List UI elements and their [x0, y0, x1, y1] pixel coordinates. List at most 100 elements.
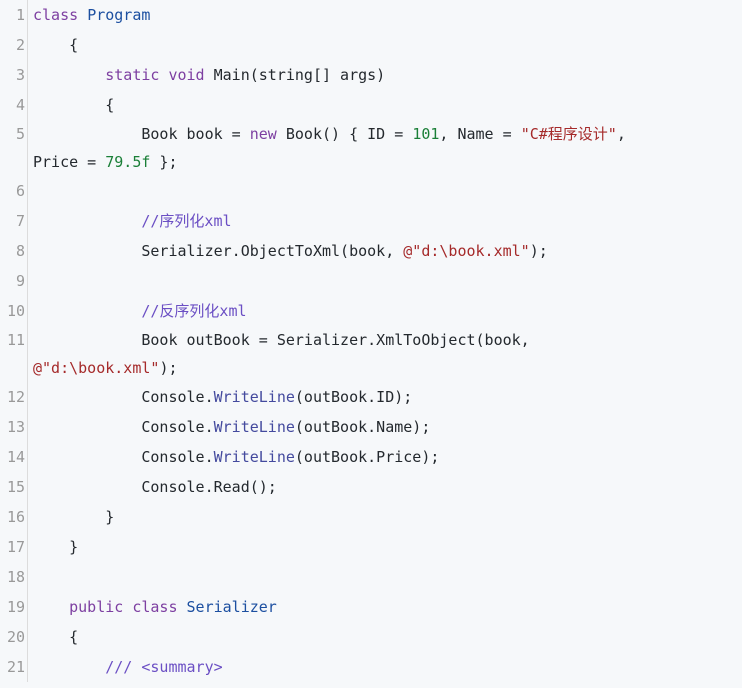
line-number: 8	[15, 242, 25, 260]
code-token: //反序列化xml	[141, 302, 247, 320]
code-token: );	[159, 359, 178, 377]
code-text	[28, 176, 742, 206]
code-token: {	[33, 628, 79, 646]
code-line: 18	[0, 562, 742, 592]
line-number: 16	[6, 508, 25, 526]
code-text: Book book = new Book() { ID = 101, Name …	[28, 120, 742, 176]
code-token: class	[132, 598, 178, 616]
line-number-gutter: 11	[0, 326, 28, 382]
code-token: new	[249, 125, 277, 143]
line-number-gutter: 2	[0, 30, 28, 60]
code-line: 4 {	[0, 90, 742, 120]
line-number: 5	[15, 125, 25, 143]
line-number-gutter: 21	[0, 652, 28, 682]
line-number-gutter: 4	[0, 90, 28, 120]
line-number: 7	[15, 212, 25, 230]
line-number-gutter: 5	[0, 120, 28, 176]
code-token: };	[150, 153, 178, 171]
code-token: 101	[412, 125, 440, 143]
line-number-gutter: 20	[0, 622, 28, 652]
line-number: 17	[6, 538, 25, 556]
line-number-gutter: 14	[0, 442, 28, 472]
code-token: Price =	[33, 153, 106, 171]
code-line: 15 Console.Read();	[0, 472, 742, 502]
line-number: 21	[6, 658, 25, 676]
line-number-gutter: 9	[0, 266, 28, 296]
code-token	[33, 302, 141, 320]
code-text: //序列化xml	[28, 206, 742, 236]
line-number: 13	[6, 418, 25, 436]
code-token: @"d:\book.xml"	[403, 242, 530, 260]
code-token: (outBook.Price);	[294, 448, 440, 466]
line-number: 1	[15, 6, 25, 24]
code-text: //反序列化xml	[28, 296, 742, 326]
code-token: //序列化xml	[141, 212, 232, 230]
code-token: {	[33, 36, 79, 54]
code-line: 13 Console.WriteLine(outBook.Name);	[0, 412, 742, 442]
code-line: 3 static void Main(string[] args)	[0, 60, 742, 90]
code-line: 8 Serializer.ObjectToXml(book, @"d:\book…	[0, 236, 742, 266]
code-line: 2 {	[0, 30, 742, 60]
code-token	[33, 658, 105, 676]
line-number-gutter: 10	[0, 296, 28, 326]
code-text: Book outBook = Serializer.XmlToObject(bo…	[28, 326, 742, 382]
line-number: 20	[6, 628, 25, 646]
code-token: Serializer	[186, 598, 277, 616]
code-text: /// <summary>	[28, 652, 742, 682]
line-number: 2	[15, 36, 25, 54]
code-token: WriteLine	[213, 448, 295, 466]
code-line: 11 Book outBook = Serializer.XmlToObject…	[0, 326, 742, 382]
code-token	[33, 212, 141, 230]
code-token: Book outBook = Serializer.XmlToObject(bo…	[33, 331, 530, 349]
code-token: }	[33, 538, 79, 556]
code-text	[28, 266, 742, 296]
code-token: {	[33, 96, 115, 114]
code-token: }	[33, 508, 115, 526]
code-token: , Name =	[439, 125, 521, 143]
code-token: WriteLine	[213, 418, 295, 436]
code-token: 79.5f	[105, 153, 151, 171]
line-number-gutter: 7	[0, 206, 28, 236]
code-token: void	[168, 66, 205, 84]
line-number: 4	[15, 96, 25, 114]
code-text: {	[28, 30, 742, 60]
line-number: 9	[15, 272, 25, 290]
code-line: 20 {	[0, 622, 742, 652]
code-token: );	[529, 242, 548, 260]
code-line: 7 //序列化xml	[0, 206, 742, 236]
line-number-gutter: 3	[0, 60, 28, 90]
code-token: Console.	[33, 448, 214, 466]
code-text: public class Serializer	[28, 592, 742, 622]
code-text	[28, 562, 742, 592]
line-number-gutter: 15	[0, 472, 28, 502]
code-token: "C#程序设计"	[520, 125, 617, 143]
code-token: ,	[616, 125, 626, 143]
code-token: (outBook.Name);	[294, 418, 431, 436]
code-line: 17 }	[0, 532, 742, 562]
code-token: Console.Read();	[33, 478, 277, 496]
line-number: 14	[6, 448, 25, 466]
line-number: 6	[15, 182, 25, 200]
code-line: 10 //反序列化xml	[0, 296, 742, 326]
code-token	[33, 66, 105, 84]
line-number-gutter: 12	[0, 382, 28, 412]
code-token: Console.	[33, 388, 214, 406]
code-token: Main(string[] args)	[204, 66, 386, 84]
code-token: public	[69, 598, 124, 616]
line-number-gutter: 13	[0, 412, 28, 442]
code-token	[178, 598, 187, 616]
line-number: 15	[6, 478, 25, 496]
code-line: 12 Console.WriteLine(outBook.ID);	[0, 382, 742, 412]
line-number: 19	[6, 598, 25, 616]
line-number-gutter: 18	[0, 562, 28, 592]
code-text: class Program	[28, 0, 742, 30]
code-token: Book book =	[33, 125, 250, 143]
line-number: 10	[6, 302, 25, 320]
line-number-gutter: 8	[0, 236, 28, 266]
code-line: 14 Console.WriteLine(outBook.Price);	[0, 442, 742, 472]
code-token: (outBook.ID);	[294, 388, 413, 406]
line-number-gutter: 16	[0, 502, 28, 532]
code-line: 16 }	[0, 502, 742, 532]
line-number-gutter: 17	[0, 532, 28, 562]
